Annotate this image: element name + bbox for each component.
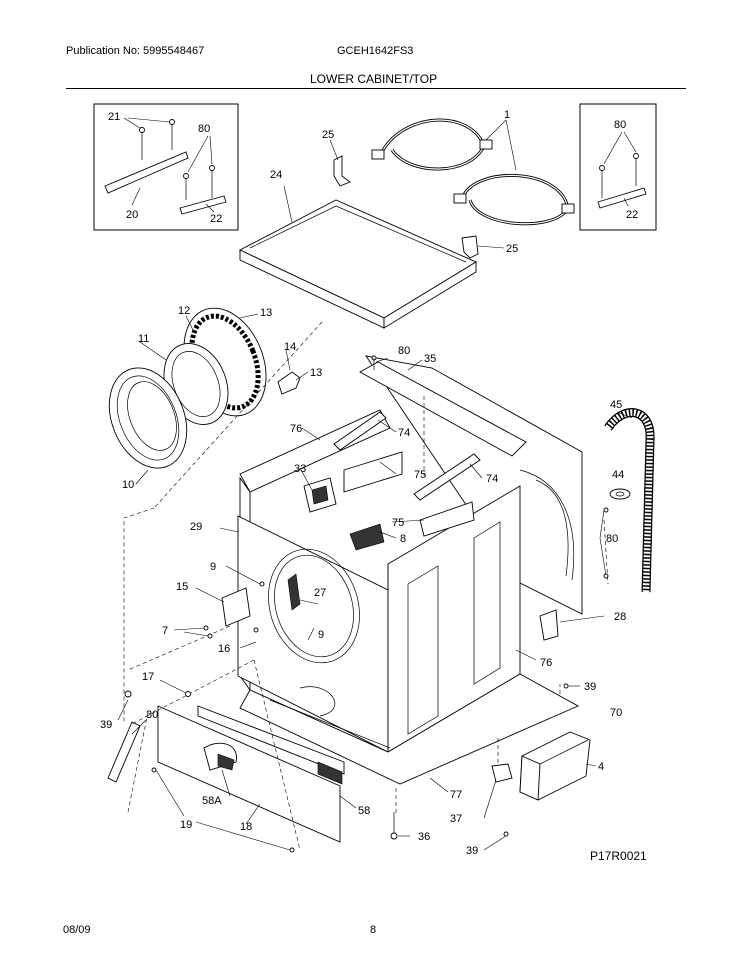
callout-19: 19 <box>180 819 192 831</box>
callout-25-top: 25 <box>322 129 334 141</box>
callout-28: 28 <box>614 611 626 623</box>
callout-11: 11 <box>138 333 149 345</box>
callout-36: 36 <box>418 831 430 843</box>
callout-39-bottom: 39 <box>466 845 478 857</box>
callout-29: 29 <box>190 521 202 533</box>
callout-24: 24 <box>270 169 282 181</box>
leveling-leg <box>390 763 513 840</box>
page-number: 8 <box>370 924 377 936</box>
callout-80-right: 80 <box>606 533 618 545</box>
callout-17: 17 <box>142 671 154 683</box>
callout-35: 35 <box>424 353 436 365</box>
publication-number: Publication No: 5995548467 <box>66 45 205 57</box>
leader-lines <box>117 357 607 851</box>
header-rule <box>66 88 686 89</box>
callout-77: 77 <box>450 789 462 801</box>
callout-33: 33 <box>294 463 306 475</box>
inlet-hoses <box>371 118 575 226</box>
control-box <box>519 731 597 801</box>
toe-panel <box>157 705 345 843</box>
callout-74-mid: 74 <box>486 473 498 485</box>
callout-9-right: 9 <box>318 629 324 641</box>
callout-76-left: 76 <box>290 423 302 435</box>
inset-box-bracket-right <box>579 103 657 231</box>
callout-10: 10 <box>122 479 134 491</box>
callout-74-top: 74 <box>398 427 410 439</box>
callout-25-right: 25 <box>506 243 518 255</box>
kick-plate <box>197 705 345 775</box>
inset-box-brackets-left <box>93 103 239 231</box>
callout-75-top: 75 <box>414 469 426 481</box>
callout-27: 27 <box>314 587 326 599</box>
rear-rail <box>359 361 527 457</box>
callout-58a: 58A <box>202 795 222 807</box>
callout-70: 70 <box>610 707 622 719</box>
assembly-guide-lines <box>123 321 609 851</box>
callout-22-left: 22 <box>210 213 222 225</box>
callout-44: 44 <box>612 469 624 481</box>
top-panel <box>238 185 477 329</box>
access-panel <box>157 705 341 843</box>
cabinet <box>221 355 583 785</box>
drain-hose <box>604 408 655 593</box>
callout-15: 15 <box>176 581 188 593</box>
callout-13-side: 13 <box>310 367 322 379</box>
footer-date: 08/09 <box>63 924 91 936</box>
callout-14: 14 <box>284 341 296 353</box>
callout-7: 7 <box>162 625 168 637</box>
callout-16: 16 <box>218 643 230 655</box>
callout-75-mid: 75 <box>392 517 404 529</box>
callout-13-top: 13 <box>260 307 272 319</box>
callout-1: 1 <box>504 109 510 121</box>
callout-76-right: 76 <box>540 657 552 669</box>
door-boot-assembly <box>108 307 309 485</box>
model-number: GCEH1642FS3 <box>337 45 414 57</box>
callout-18: 18 <box>240 821 252 833</box>
callout-22-right: 22 <box>626 209 638 221</box>
diagram-code: P17R0021 <box>590 849 647 863</box>
bracket-22-right <box>597 187 647 209</box>
callout-45: 45 <box>610 399 622 411</box>
callout-12: 12 <box>178 305 190 317</box>
callout-30: 30 <box>146 709 158 721</box>
callout-9-left: 9 <box>210 561 216 573</box>
callout-58: 58 <box>358 805 370 817</box>
callout-39-left: 39 <box>100 719 112 731</box>
bracket-20 <box>104 151 189 194</box>
page-title: LOWER CABINET/TOP <box>310 72 438 86</box>
callout-20: 20 <box>126 209 138 221</box>
top-panel-surface <box>238 199 477 319</box>
callout-80-top: 80 <box>398 345 410 357</box>
top-brackets-25 <box>329 139 505 259</box>
bracket-22-left <box>179 195 227 215</box>
callout-4: 4 <box>598 761 604 773</box>
callout-labels: 1 4 7 8 9 9 10 11 12 13 13 14 15 16 17 1… <box>100 109 647 863</box>
callout-8: 8 <box>400 533 406 545</box>
fasteners <box>151 507 609 853</box>
callout-37: 37 <box>450 813 462 825</box>
callout-39-right: 39 <box>584 681 596 693</box>
cabinet-base <box>239 673 580 785</box>
callout-80-inset-right: 80 <box>614 119 626 131</box>
callout-80-inset-left: 80 <box>198 123 210 135</box>
callout-21: 21 <box>108 111 120 123</box>
